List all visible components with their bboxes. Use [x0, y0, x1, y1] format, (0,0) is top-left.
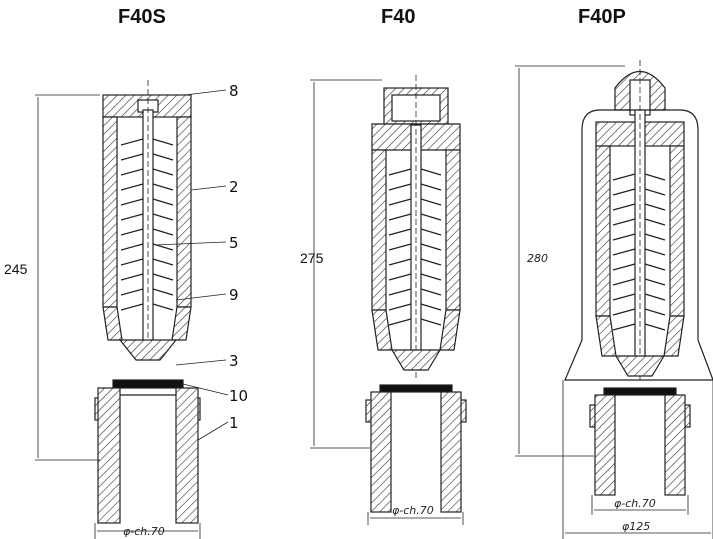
- callout-1: 1: [229, 414, 239, 432]
- dim-base-inner-f40p: φ-ch.70: [614, 497, 656, 510]
- dim-base-f40s: φ-ch.70: [123, 525, 165, 538]
- dim-height-f40s: 245: [4, 261, 28, 277]
- dim-base-f40: φ-ch.70: [392, 504, 434, 517]
- callout-2: 2: [229, 178, 239, 196]
- title-f40: F40: [381, 6, 416, 28]
- valve-f40: [310, 75, 467, 525]
- callout-10: 10: [229, 387, 248, 405]
- title-f40s: F40S: [118, 6, 166, 28]
- callout-5: 5: [229, 234, 239, 252]
- dim-height-f40: 275: [300, 250, 324, 266]
- valve-f40s: [35, 80, 229, 539]
- valve-f40p: [515, 60, 713, 539]
- callout-9: 9: [229, 286, 239, 304]
- callout-3: 3: [229, 352, 239, 370]
- callout-8: 8: [229, 82, 239, 100]
- dim-base-outer-f40p: φ125: [622, 520, 650, 533]
- title-f40p: F40P: [578, 6, 626, 28]
- dim-height-f40p: 280: [527, 252, 548, 265]
